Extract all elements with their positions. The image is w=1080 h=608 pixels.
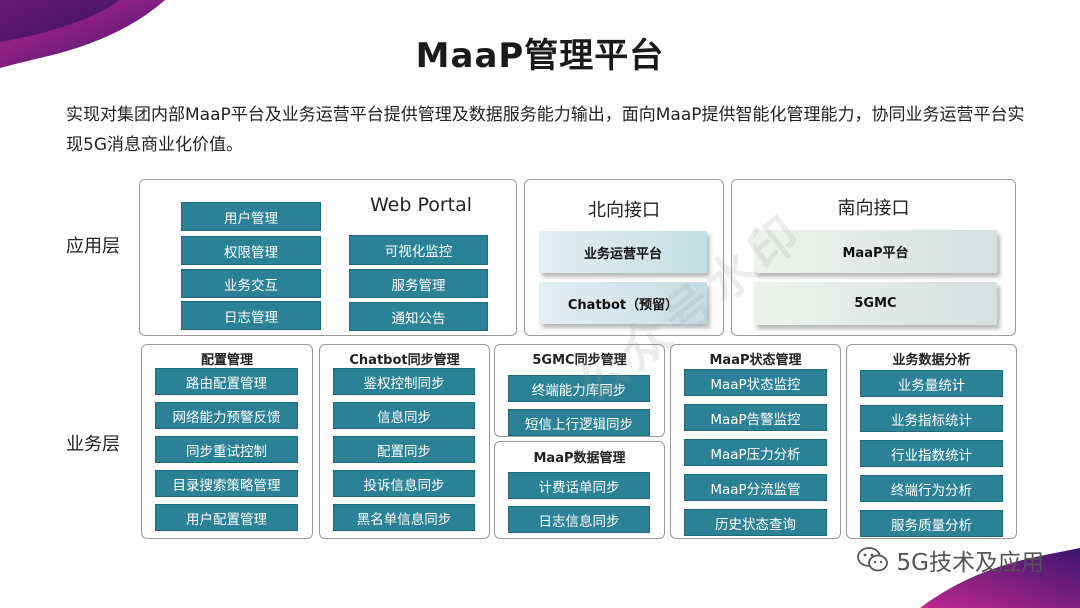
south-item-5gmc[interactable]: 5GMC [754,282,997,325]
maap-data-item-log[interactable]: 日志信息同步 [508,506,650,533]
config-item-network-warning[interactable]: 网络能力预警反馈 [155,402,298,429]
portal-item-visual-monitor[interactable]: 可视化监控 [349,235,488,265]
portal-item-notice[interactable]: 通知公告 [349,302,488,331]
maap-data-item-billing[interactable]: 计费话单同步 [508,472,650,499]
config-item-directory-search[interactable]: 目录搜索策略管理 [155,470,298,497]
chatbot-sync-panel: Chatbot同步管理 鉴权控制同步 信息同步 配置同步 投诉信息同步 黑名单信… [319,344,490,539]
analysis-item-indicator[interactable]: 业务指标统计 [860,405,1003,432]
analysis-item-service-quality[interactable]: 服务质量分析 [860,510,1003,537]
chatbot-sync-title: Chatbot同步管理 [349,353,460,368]
portal-item-service-mgmt[interactable]: 服务管理 [349,269,488,298]
corner-decoration-top-left [0,0,165,68]
5gmc-item-sms-uplink[interactable]: 短信上行逻辑同步 [508,409,650,436]
maap-status-item-offload[interactable]: MaaP分流监管 [684,474,827,501]
config-item-sync-retry[interactable]: 同步重试控制 [155,436,298,463]
chatbot-item-config-sync[interactable]: 配置同步 [333,436,475,463]
wechat-account-name: 5G技术及应用 [896,550,1044,576]
5gmc-sync-panel: 5GMC同步管理 终端能力库同步 短信上行逻辑同步 [494,344,665,437]
analysis-item-terminal-behavior[interactable]: 终端行为分析 [860,475,1003,502]
maap-data-title: MaaP数据管理 [533,451,626,466]
north-interface-panel: 北向接口 业务运营平台 Chatbot（预留） [524,179,724,336]
analysis-item-volume[interactable]: 业务量统计 [860,370,1003,397]
web-portal-title: Web Portal [370,194,473,216]
maap-status-item-monitor[interactable]: MaaP状态监控 [684,369,827,396]
portal-item-user-mgmt[interactable]: 用户管理 [181,202,321,231]
5gmc-item-terminal-capability[interactable]: 终端能力库同步 [508,375,650,402]
portal-item-permission-mgmt[interactable]: 权限管理 [181,236,321,265]
business-layer-label: 业务层 [66,434,120,455]
web-portal-panel: Web Portal 用户管理 权限管理 业务交互 日志管理 可视化监控 服务管… [139,179,517,336]
wechat-account-label: 5G技术及应用 [856,543,1044,577]
chatbot-item-complaint-sync[interactable]: 投诉信息同步 [333,470,475,497]
chatbot-item-blacklist-sync[interactable]: 黑名单信息同步 [333,504,475,531]
portal-item-log-mgmt[interactable]: 日志管理 [181,301,321,330]
analysis-item-industry[interactable]: 行业指数统计 [860,440,1003,467]
maap-data-panel: MaaP数据管理 计费话单同步 日志信息同步 [494,441,665,539]
south-item-maap-platform[interactable]: MaaP平台 [754,230,997,273]
wechat-icon [856,547,888,572]
north-item-business-platform[interactable]: 业务运营平台 [539,231,707,273]
south-interface-panel: 南向接口 MaaP平台 5GMC [731,179,1016,336]
data-analysis-panel: 业务数据分析 业务量统计 业务指标统计 行业指数统计 终端行为分析 服务质量分析 [846,344,1017,539]
page-description: 实现对集团内部MaaP平台及业务运营平台提供管理及数据服务能力输出，面向MaaP… [66,105,1025,155]
data-analysis-title: 业务数据分析 [892,353,971,368]
page-title: MaaP管理平台 [415,36,665,76]
chatbot-item-auth-sync[interactable]: 鉴权控制同步 [333,368,475,395]
maap-status-panel: MaaP状态管理 MaaP状态监控 MaaP告警监控 MaaP压力分析 MaaP… [670,344,841,539]
5gmc-sync-title: 5GMC同步管理 [532,353,627,368]
maap-status-item-pressure[interactable]: MaaP压力分析 [684,439,827,466]
app-layer-label: 应用层 [66,236,120,257]
south-interface-title: 南向接口 [837,198,910,219]
config-mgmt-title: 配置管理 [200,353,253,368]
maap-status-item-alarm[interactable]: MaaP告警监控 [684,404,827,431]
config-item-route[interactable]: 路由配置管理 [155,368,298,395]
maap-status-item-history[interactable]: 历史状态查询 [684,509,827,536]
chatbot-item-info-sync[interactable]: 信息同步 [333,402,475,429]
maap-status-title: MaaP状态管理 [709,353,802,368]
north-interface-title: 北向接口 [588,200,660,221]
corner-decoration-bottom-right [920,548,1080,608]
config-item-user-config[interactable]: 用户配置管理 [155,504,298,531]
north-item-chatbot[interactable]: Chatbot（预留） [539,282,707,324]
config-mgmt-panel: 配置管理 路由配置管理 网络能力预警反馈 同步重试控制 目录搜索策略管理 用户配… [141,344,313,539]
portal-item-business-interaction[interactable]: 业务交互 [181,269,321,298]
